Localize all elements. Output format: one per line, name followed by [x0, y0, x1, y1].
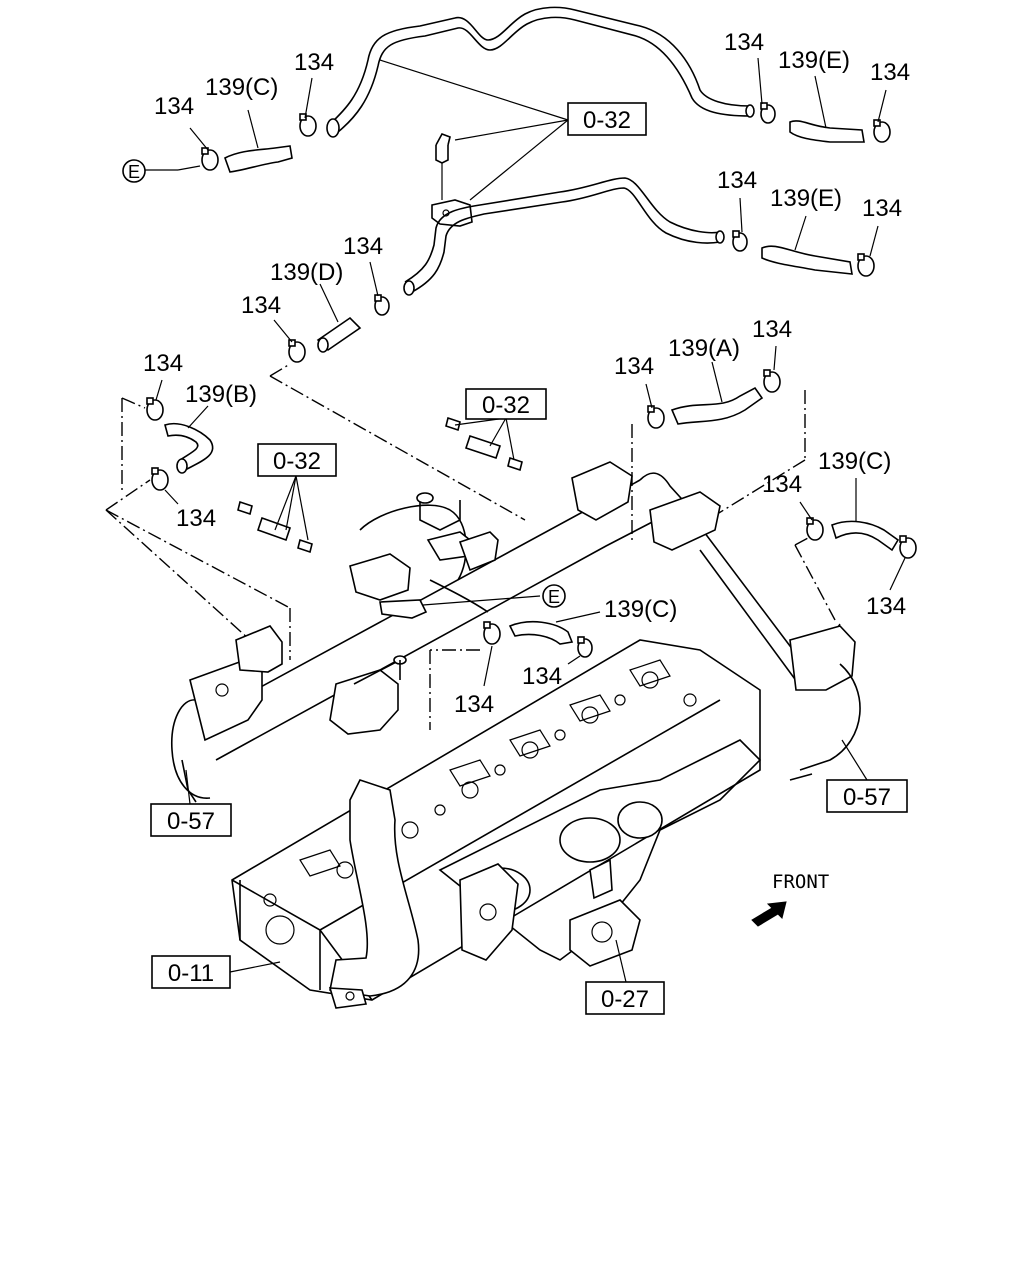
label-139c: 139(C) [604, 596, 677, 623]
label-134: 134 [752, 316, 792, 343]
label-134: 134 [176, 505, 216, 532]
label-134: 134 [343, 233, 383, 260]
ref-box-0-57-left: 0-57 [150, 803, 232, 837]
ref-0-32-label: 0-32 [273, 448, 321, 475]
marker-e-text: E [128, 162, 140, 182]
ref-box-0-32-top: 0-32 [567, 102, 647, 136]
label-139e: 139(E) [778, 47, 850, 74]
ref-box-0-11: 0-11 [151, 955, 281, 989]
ref-box-0-32-middle: 0-32 [465, 388, 547, 420]
part-labels: 134 139(C) 134 134 139(E) 134 134 139(E)… [143, 29, 910, 893]
hose-139d [316, 316, 362, 353]
egr-valve-block [329, 492, 499, 735]
marker-e-text: E [548, 587, 560, 607]
ref-0-57-right-leader [841, 739, 868, 781]
label-139c: 139(C) [205, 74, 278, 101]
label-139e: 139(E) [770, 185, 842, 212]
hose-139c-center [508, 620, 574, 645]
label-134: 134 [866, 593, 906, 620]
label-139a: 139(A) [668, 335, 740, 362]
ref-0-57-left-leader [185, 769, 191, 805]
front-arrow-icon [751, 901, 787, 927]
middle-water-pipe [403, 177, 725, 296]
hose-139a [670, 386, 764, 425]
label-134: 134 [870, 59, 910, 86]
hose-139e-lower [761, 245, 853, 275]
ref-0-27-label: 0-27 [601, 986, 649, 1013]
ref-0-32-label: 0-32 [482, 392, 530, 419]
label-134: 134 [143, 350, 183, 377]
egr-cooler-pipe [171, 461, 861, 803]
label-134: 134 [862, 195, 902, 222]
ref-0-57-label: 0-57 [843, 784, 891, 811]
ref-box-0-57-right: 0-57 [826, 779, 908, 813]
label-134: 134 [614, 353, 654, 380]
hose-139b [164, 422, 214, 474]
ref-box-0-27: 0-27 [585, 939, 665, 1015]
label-139b: 139(B) [185, 381, 257, 408]
exhaust-manifold [438, 739, 762, 967]
clamp-134-set [146, 102, 917, 658]
label-134: 134 [762, 471, 802, 498]
hose-139c-right [831, 520, 900, 552]
label-139d: 139(D) [270, 259, 343, 286]
marker-e-left: E [122, 159, 146, 183]
marker-e-arrow-left [177, 165, 201, 171]
hose-139e-upper [789, 120, 865, 143]
pipe-clamp-bracket [431, 133, 473, 227]
ref-0-57-label: 0-57 [167, 808, 215, 835]
label-134: 134 [454, 691, 494, 718]
intake-pipe [328, 779, 420, 1009]
ref-0-32-label: 0-32 [583, 107, 631, 134]
label-134: 134 [294, 49, 334, 76]
marker-e-center: E [542, 584, 566, 608]
label-139c: 139(C) [818, 448, 891, 475]
hose-139c-top [224, 145, 293, 173]
ref-box-0-32-left: 0-32 [257, 443, 337, 477]
fitting-set-0-32 [237, 416, 523, 554]
label-134: 134 [522, 663, 562, 690]
ref-0-11-label: 0-11 [168, 960, 214, 987]
front-label: FRONT [772, 871, 829, 893]
label-134: 134 [724, 29, 764, 56]
label-134: 134 [717, 167, 757, 194]
upper-water-pipe [326, 6, 755, 138]
label-134: 134 [241, 292, 281, 319]
label-134: 134 [154, 93, 194, 120]
